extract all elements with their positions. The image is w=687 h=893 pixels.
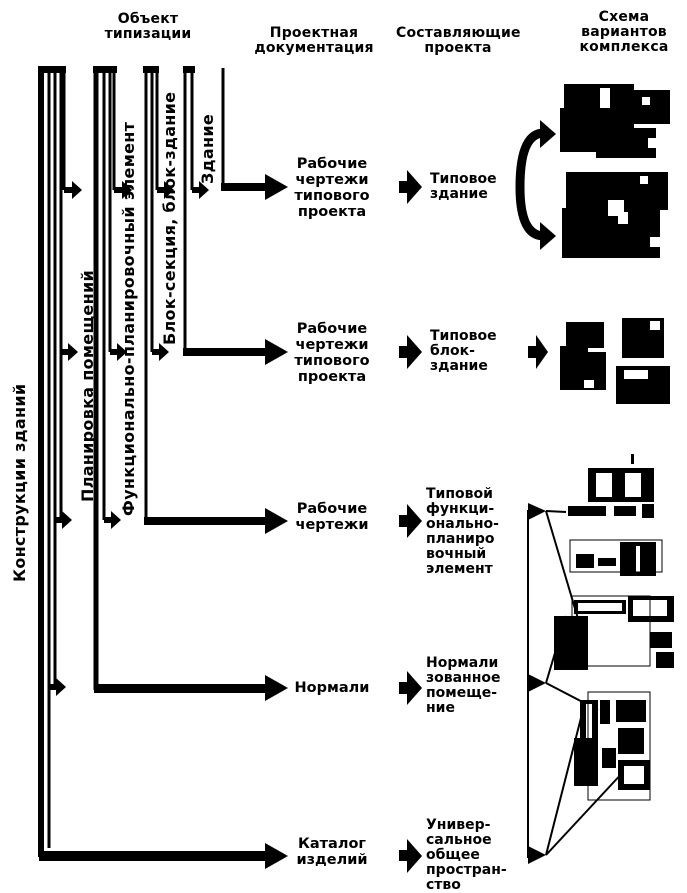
scheme-outlines [569,539,663,801]
component-row1: Типовое здание [430,171,497,202]
doc-row2: Рабочие чертежи типового проекта [294,321,370,385]
component-row2: Типовое блок- здание [430,328,497,374]
header-scheme: Схема вариантов комплекса [579,9,669,55]
main-arrows [39,174,288,869]
hierarchy-lines [38,66,225,857]
component-row4: Нормали зованное помеще- ние [426,655,501,716]
label-block: Блок-секция, блок-здание [160,91,179,345]
scheme-drawings [554,84,674,790]
header-docs: Проектная документация [254,25,374,56]
label-constructions: Конструкции зданий [10,383,29,582]
hierarchy-arrows [49,181,209,696]
component-arrows [399,170,422,873]
header-object: Объект типизации [104,11,192,42]
doc-row5: Каталог изделий [296,836,368,868]
component-row5: Универ- сальное общее простран- ство [426,817,507,893]
doc-row1: Рабочие чертежи типового проекта [294,156,370,220]
doc-row3: Рабочие чертежи [295,501,369,533]
doc-row4: Нормали [294,680,370,696]
label-rooms: Планировка помещений [78,270,97,502]
label-functional: Функционально-планировочный элемент [119,121,138,516]
component-row3: Типовой функци- онально- планиро вочный … [426,486,499,577]
label-building: Здание [198,113,217,184]
header-parts: Составляющие проекта [396,25,521,56]
